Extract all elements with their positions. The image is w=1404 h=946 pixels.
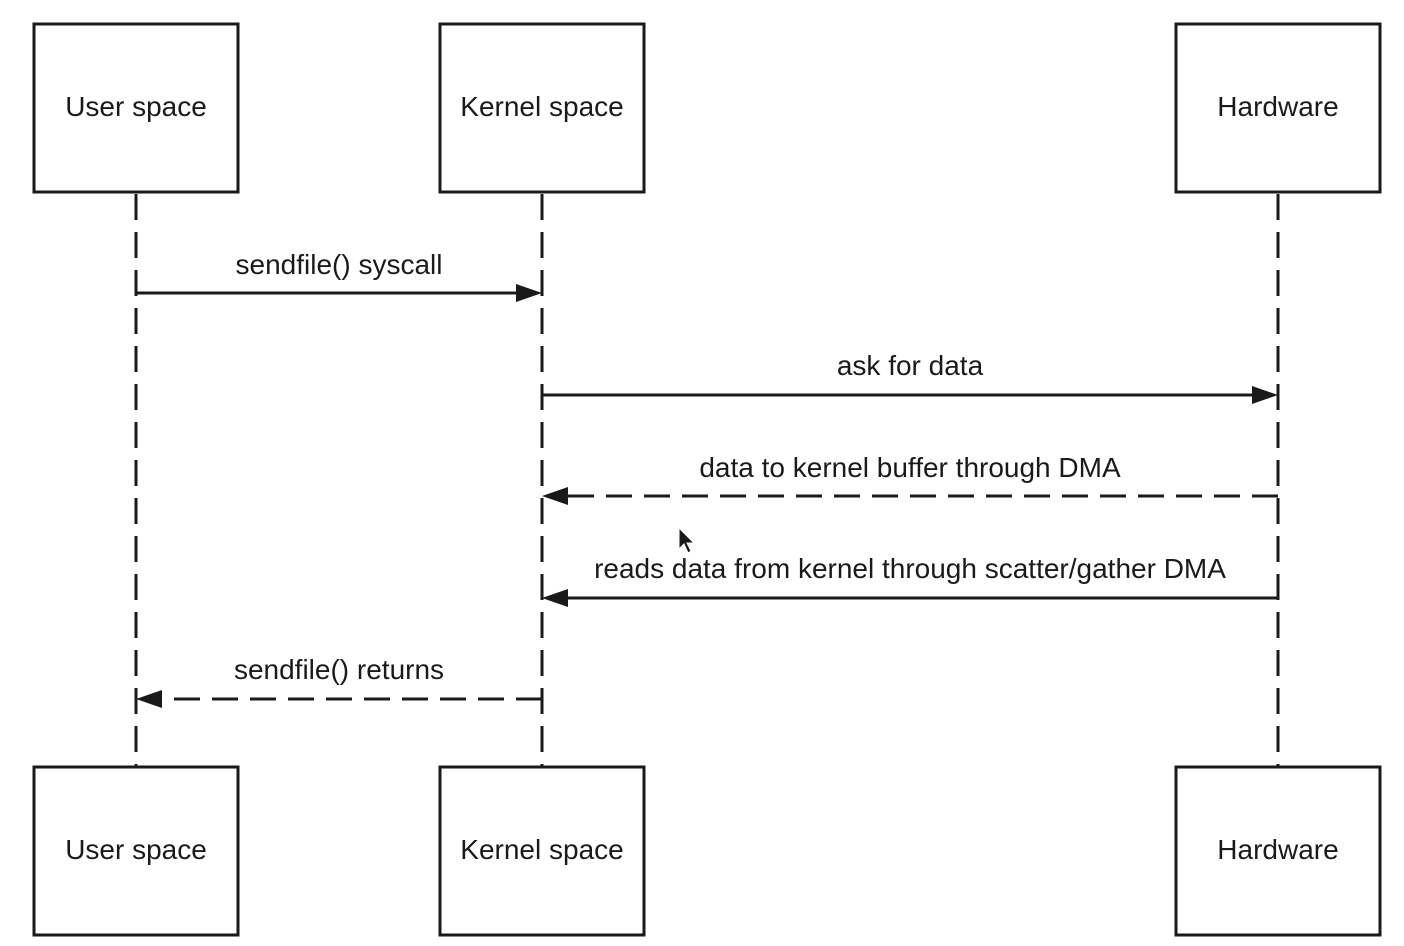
message-data-to-kernel-buffer: data to kernel buffer through DMA <box>542 452 1278 505</box>
arrowhead-right <box>516 284 542 302</box>
mouse-cursor-icon <box>678 526 696 554</box>
participant-bottom-hardware-label: Hardware <box>1217 834 1338 865</box>
participant-bottom-user: User space <box>32 765 240 937</box>
message-label: reads data from kernel through scatter/g… <box>594 553 1226 584</box>
message-ask-for-data: ask for data <box>542 350 1278 404</box>
participant-bottom-hardware: Hardware <box>1174 765 1382 937</box>
participant-top-hardware-label: Hardware <box>1217 91 1338 122</box>
message-scatter-gather-dma: reads data from kernel through scatter/g… <box>542 553 1278 607</box>
message-label: data to kernel buffer through DMA <box>699 452 1121 483</box>
arrowhead-left <box>542 589 568 607</box>
arrowhead-right <box>1252 386 1278 404</box>
participant-top-hardware: Hardware <box>1174 22 1382 194</box>
participant-bottom-kernel: Kernel space <box>438 765 646 937</box>
participant-bottom-kernel-label: Kernel space <box>460 834 623 865</box>
participant-bottom-user-label: User space <box>65 834 207 865</box>
message-label: sendfile() syscall <box>236 249 443 280</box>
message-sendfile-syscall: sendfile() syscall <box>136 249 542 302</box>
participant-top-kernel: Kernel space <box>438 22 646 194</box>
participant-top-user: User space <box>32 22 240 194</box>
arrowhead-left <box>136 690 162 708</box>
message-label: sendfile() returns <box>234 654 444 685</box>
message-label: ask for data <box>837 350 984 381</box>
participant-top-kernel-label: Kernel space <box>460 91 623 122</box>
arrowhead-left <box>542 487 568 505</box>
message-sendfile-returns: sendfile() returns <box>136 654 542 708</box>
participant-top-user-label: User space <box>65 91 207 122</box>
